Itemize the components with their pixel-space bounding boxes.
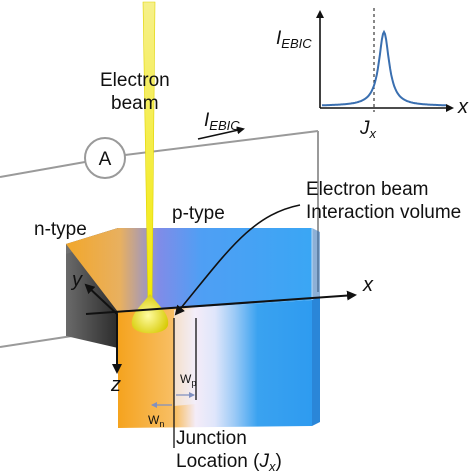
z-axis-label: z xyxy=(110,374,121,396)
svg-text:IEBIC: IEBIC xyxy=(204,110,240,133)
current-symbol: I xyxy=(204,110,210,131)
y-axis-label: y xyxy=(70,269,83,291)
ammeter-symbol: A xyxy=(84,137,126,179)
inset-xlabel: x xyxy=(457,96,469,118)
junction-markers xyxy=(173,318,197,448)
circuit-wires xyxy=(0,130,319,348)
p-type-label: p-type xyxy=(172,203,225,224)
interaction-label-line2: Interaction volume xyxy=(306,202,461,223)
current-subscript: EBIC xyxy=(209,118,240,133)
wn-label: Wn xyxy=(148,413,164,429)
interaction-volume-drop xyxy=(131,294,169,334)
inset-ylabel: IEBIC xyxy=(276,28,312,51)
ammeter-label: A xyxy=(99,149,112,170)
interaction-pointer-arrow xyxy=(174,204,301,316)
current-label: IEBIC xyxy=(197,110,245,140)
x-axis-label: x xyxy=(362,274,374,296)
wp-label: Wp xyxy=(180,372,196,388)
interaction-label-line1: Electron beam xyxy=(306,179,429,200)
current-arrow xyxy=(197,126,245,140)
wire-left-bottom xyxy=(0,335,73,348)
junction-label-line2: Location (Jx) xyxy=(176,451,282,474)
n-type-label: n-type xyxy=(34,219,87,240)
junction-label-line1: Junction xyxy=(176,428,247,449)
wire-left-top xyxy=(0,161,86,178)
inset-tick-jx: Jx xyxy=(359,118,377,141)
electron-beam-label-line1: Electron xyxy=(100,70,170,91)
coordinate-axes xyxy=(84,283,357,374)
sample-front-face xyxy=(118,300,312,428)
inset-ebic-profile: IEBIC x Jx xyxy=(276,8,469,141)
y-axis-arrow xyxy=(84,283,118,315)
electron-beam-label-line2: beam xyxy=(111,93,159,114)
x-axis-arrow xyxy=(85,290,357,315)
electron-beam xyxy=(131,1,169,334)
sample-top-face xyxy=(66,228,312,312)
inset-ebic-curve xyxy=(321,29,447,107)
wire-top xyxy=(124,130,319,156)
